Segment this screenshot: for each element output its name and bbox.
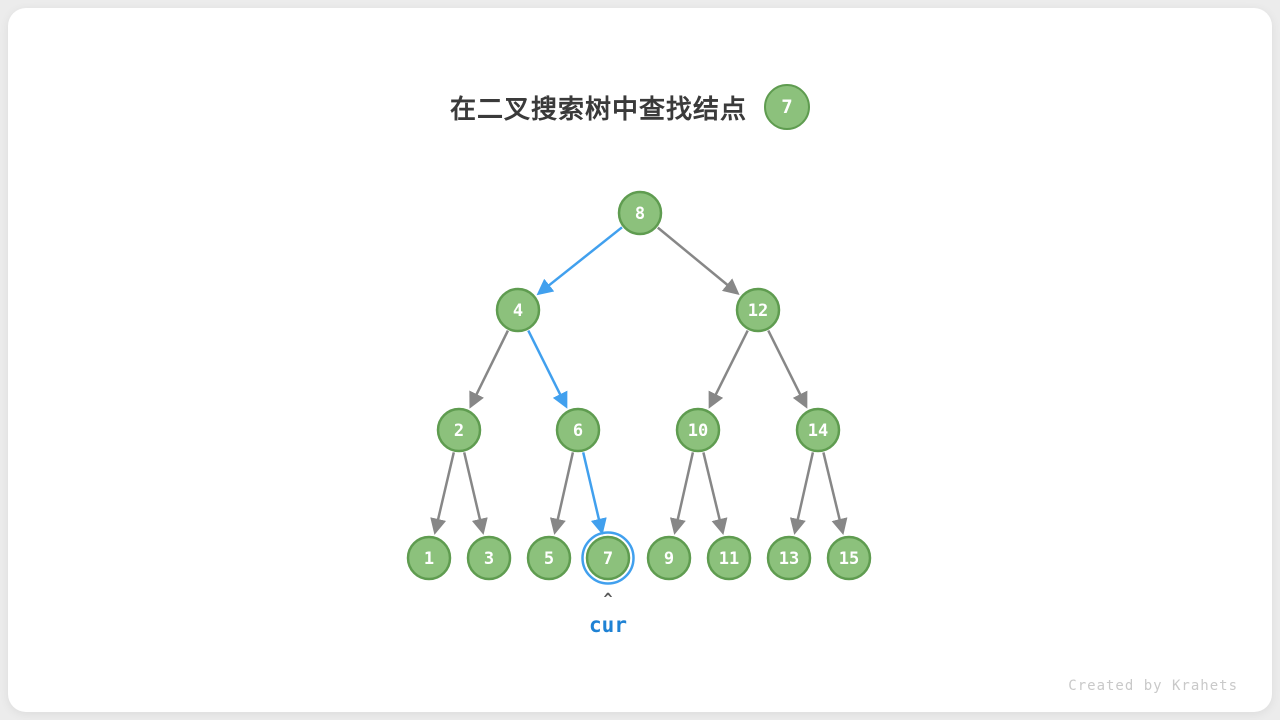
tree-node-5: 5 xyxy=(526,535,572,581)
tree-node-circle xyxy=(617,190,663,236)
tree-node-7: 7 xyxy=(581,531,635,585)
search-target-node: 7 xyxy=(764,84,810,130)
tree-node-circle xyxy=(795,407,841,453)
tree-node-circle xyxy=(646,535,692,581)
tree-node-circle xyxy=(555,407,601,453)
tree-edge-2-1 xyxy=(430,452,456,535)
tree-node-circle xyxy=(766,535,812,581)
tree-edge-6-5 xyxy=(549,452,575,535)
tree-node-circle xyxy=(706,535,752,581)
diagram-card xyxy=(8,8,1272,712)
tree-node-circle xyxy=(675,407,721,453)
tree-node-value: 1 xyxy=(424,549,434,569)
tree-node-value: 8 xyxy=(635,204,645,224)
tree-node-circle xyxy=(436,407,482,453)
tree-node-10: 10 xyxy=(675,407,721,453)
tree-node-6: 6 xyxy=(555,407,601,453)
tree-edge-12-14 xyxy=(767,330,808,409)
tree-node-13: 13 xyxy=(766,535,812,581)
tree-node-circle xyxy=(735,287,781,333)
tree-node-value: 14 xyxy=(808,421,828,441)
tree-node-value: 15 xyxy=(839,549,859,569)
tree-node-2: 2 xyxy=(436,407,482,453)
page-title: 在二叉搜索树中查找结点 xyxy=(449,93,747,124)
tree-node-14: 14 xyxy=(795,407,841,453)
tree-edge-14-15 xyxy=(822,452,848,535)
tree-node-value: 10 xyxy=(688,421,708,441)
credit-text: Created by Krahets xyxy=(1068,678,1238,694)
tree-edge-8-12 xyxy=(657,226,740,295)
tree-node-9: 9 xyxy=(646,535,692,581)
tree-node-circle xyxy=(495,287,541,333)
tree-node-circle xyxy=(585,535,631,581)
current-node-ring xyxy=(581,531,635,585)
tree-node-circle xyxy=(466,535,512,581)
tree-node-8: 8 xyxy=(617,190,663,236)
tree-node-3: 3 xyxy=(466,535,512,581)
tree-edge-6-7 xyxy=(581,452,607,535)
tree-edge-4-2 xyxy=(469,330,510,409)
tree-node-1: 1 xyxy=(406,535,452,581)
tree-node-circle xyxy=(826,535,872,581)
tree-node-value: 9 xyxy=(664,549,674,569)
tree-node-value: 4 xyxy=(513,301,523,321)
tree-node-15: 15 xyxy=(826,535,872,581)
tree-edge-14-13 xyxy=(789,452,815,535)
tree-node-11: 11 xyxy=(706,535,752,581)
tree-node-value: 13 xyxy=(779,549,799,569)
tree-node-value: 12 xyxy=(748,301,768,321)
tree-edge-8-4 xyxy=(536,226,623,296)
tree-node-4: 4 xyxy=(495,287,541,333)
tree-node-value: 6 xyxy=(573,421,583,441)
tree-node-value: 2 xyxy=(454,421,464,441)
cur-pointer-label: cur xyxy=(589,613,627,637)
tree-node-circle xyxy=(526,535,572,581)
tree-node-circle xyxy=(406,535,452,581)
tree-edge-4-6 xyxy=(527,330,568,409)
cur-pointer-caret: ^ xyxy=(603,590,612,608)
tree-edge-2-3 xyxy=(462,452,488,535)
tree-node-value: 5 xyxy=(544,549,554,569)
tree-edge-12-10 xyxy=(708,330,749,409)
title-row: 在二叉搜索树中查找结点 7 xyxy=(0,84,1270,130)
edge-layer xyxy=(430,226,848,535)
tree-node-12: 12 xyxy=(735,287,781,333)
tree-node-value: 3 xyxy=(484,549,494,569)
tree-node-value: 7 xyxy=(603,549,613,569)
tree-edge-10-9 xyxy=(669,452,695,535)
tree-edge-10-11 xyxy=(702,452,728,535)
tree-node-value: 11 xyxy=(719,549,739,569)
